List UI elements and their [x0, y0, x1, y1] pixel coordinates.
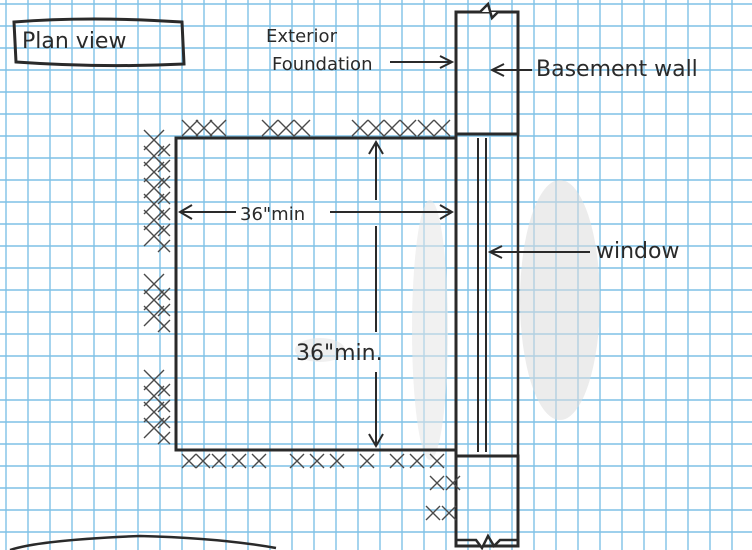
- foundation-label: Foundation: [272, 54, 372, 75]
- depth-dimension: 36"min.: [296, 140, 384, 448]
- earth-hatch: [143, 119, 461, 521]
- hatch-mark: [157, 383, 171, 397]
- exterior-foundation-callout: Exterior Foundation: [266, 26, 455, 75]
- hatch-mark: [157, 191, 171, 205]
- hatch-mark: [429, 475, 445, 491]
- hatch-mark: [157, 287, 171, 301]
- arrow-icon: [368, 140, 384, 155]
- hatch-mark: [209, 119, 227, 137]
- arrow-icon: [439, 204, 454, 220]
- hatch-mark: [181, 119, 199, 137]
- hatch-mark: [251, 453, 267, 469]
- arrow-icon: [368, 433, 384, 448]
- hatch-mark: [157, 399, 171, 413]
- window-label: window: [596, 239, 679, 264]
- width-dimension-label: 36"min: [240, 204, 305, 225]
- hatch-mark: [351, 119, 369, 137]
- hatch-mark: [181, 453, 197, 469]
- hatch-mark: [231, 453, 247, 469]
- title-text: Plan view: [22, 29, 126, 54]
- hatch-mark: [157, 159, 171, 173]
- hatch-mark: [389, 453, 405, 469]
- hatch-mark: [429, 453, 445, 469]
- window: [454, 132, 520, 458]
- hatch-mark: [293, 119, 311, 137]
- arrow-icon: [487, 245, 503, 259]
- hatch-mark: [157, 175, 171, 189]
- width-dimension: 36"min: [178, 204, 454, 225]
- hatch-mark: [441, 505, 457, 521]
- hatch-mark: [157, 207, 171, 221]
- hatch-mark: [329, 453, 345, 469]
- hatch-mark: [157, 143, 171, 157]
- basement-wall-callout: Basement wall: [489, 57, 698, 82]
- hatch-mark: [409, 453, 425, 469]
- arrow-icon: [489, 63, 505, 77]
- hatch-mark: [157, 431, 171, 445]
- hatch-mark: [425, 505, 441, 521]
- hatch-mark: [195, 119, 213, 137]
- window-well: [174, 136, 458, 452]
- hatch-mark: [157, 223, 171, 237]
- hatch-mark: [157, 303, 171, 317]
- hatch-mark: [359, 453, 375, 469]
- window-callout: window: [487, 239, 679, 264]
- arrow-icon: [439, 55, 455, 69]
- hatch-mark: [157, 319, 171, 333]
- hatch-mark: [261, 119, 279, 137]
- wall-break-icon: [456, 533, 518, 550]
- title-box: Plan view: [12, 17, 186, 68]
- hatch-mark: [289, 453, 305, 469]
- hatch-mark: [277, 119, 295, 137]
- hatch-mark: [367, 119, 385, 137]
- hatch-mark: [433, 119, 451, 137]
- hatch-mark: [383, 119, 401, 137]
- next-panel-edge: [9, 534, 277, 550]
- hatch-mark: [399, 119, 417, 137]
- wall-break-icon: [456, 1, 518, 21]
- hatch-mark: [195, 453, 211, 469]
- hatch-mark: [445, 475, 461, 491]
- hatch-mark: [211, 453, 227, 469]
- hatch-mark: [157, 415, 171, 429]
- pencil-shading: [295, 180, 600, 460]
- hatch-mark: [417, 119, 435, 137]
- depth-dimension-label: 36"min.: [296, 341, 383, 366]
- exterior-label: Exterior: [266, 26, 338, 47]
- hatch-mark: [157, 239, 171, 253]
- hatch-mark: [309, 453, 325, 469]
- arrow-icon: [178, 204, 193, 220]
- basement-wall-label: Basement wall: [536, 57, 698, 82]
